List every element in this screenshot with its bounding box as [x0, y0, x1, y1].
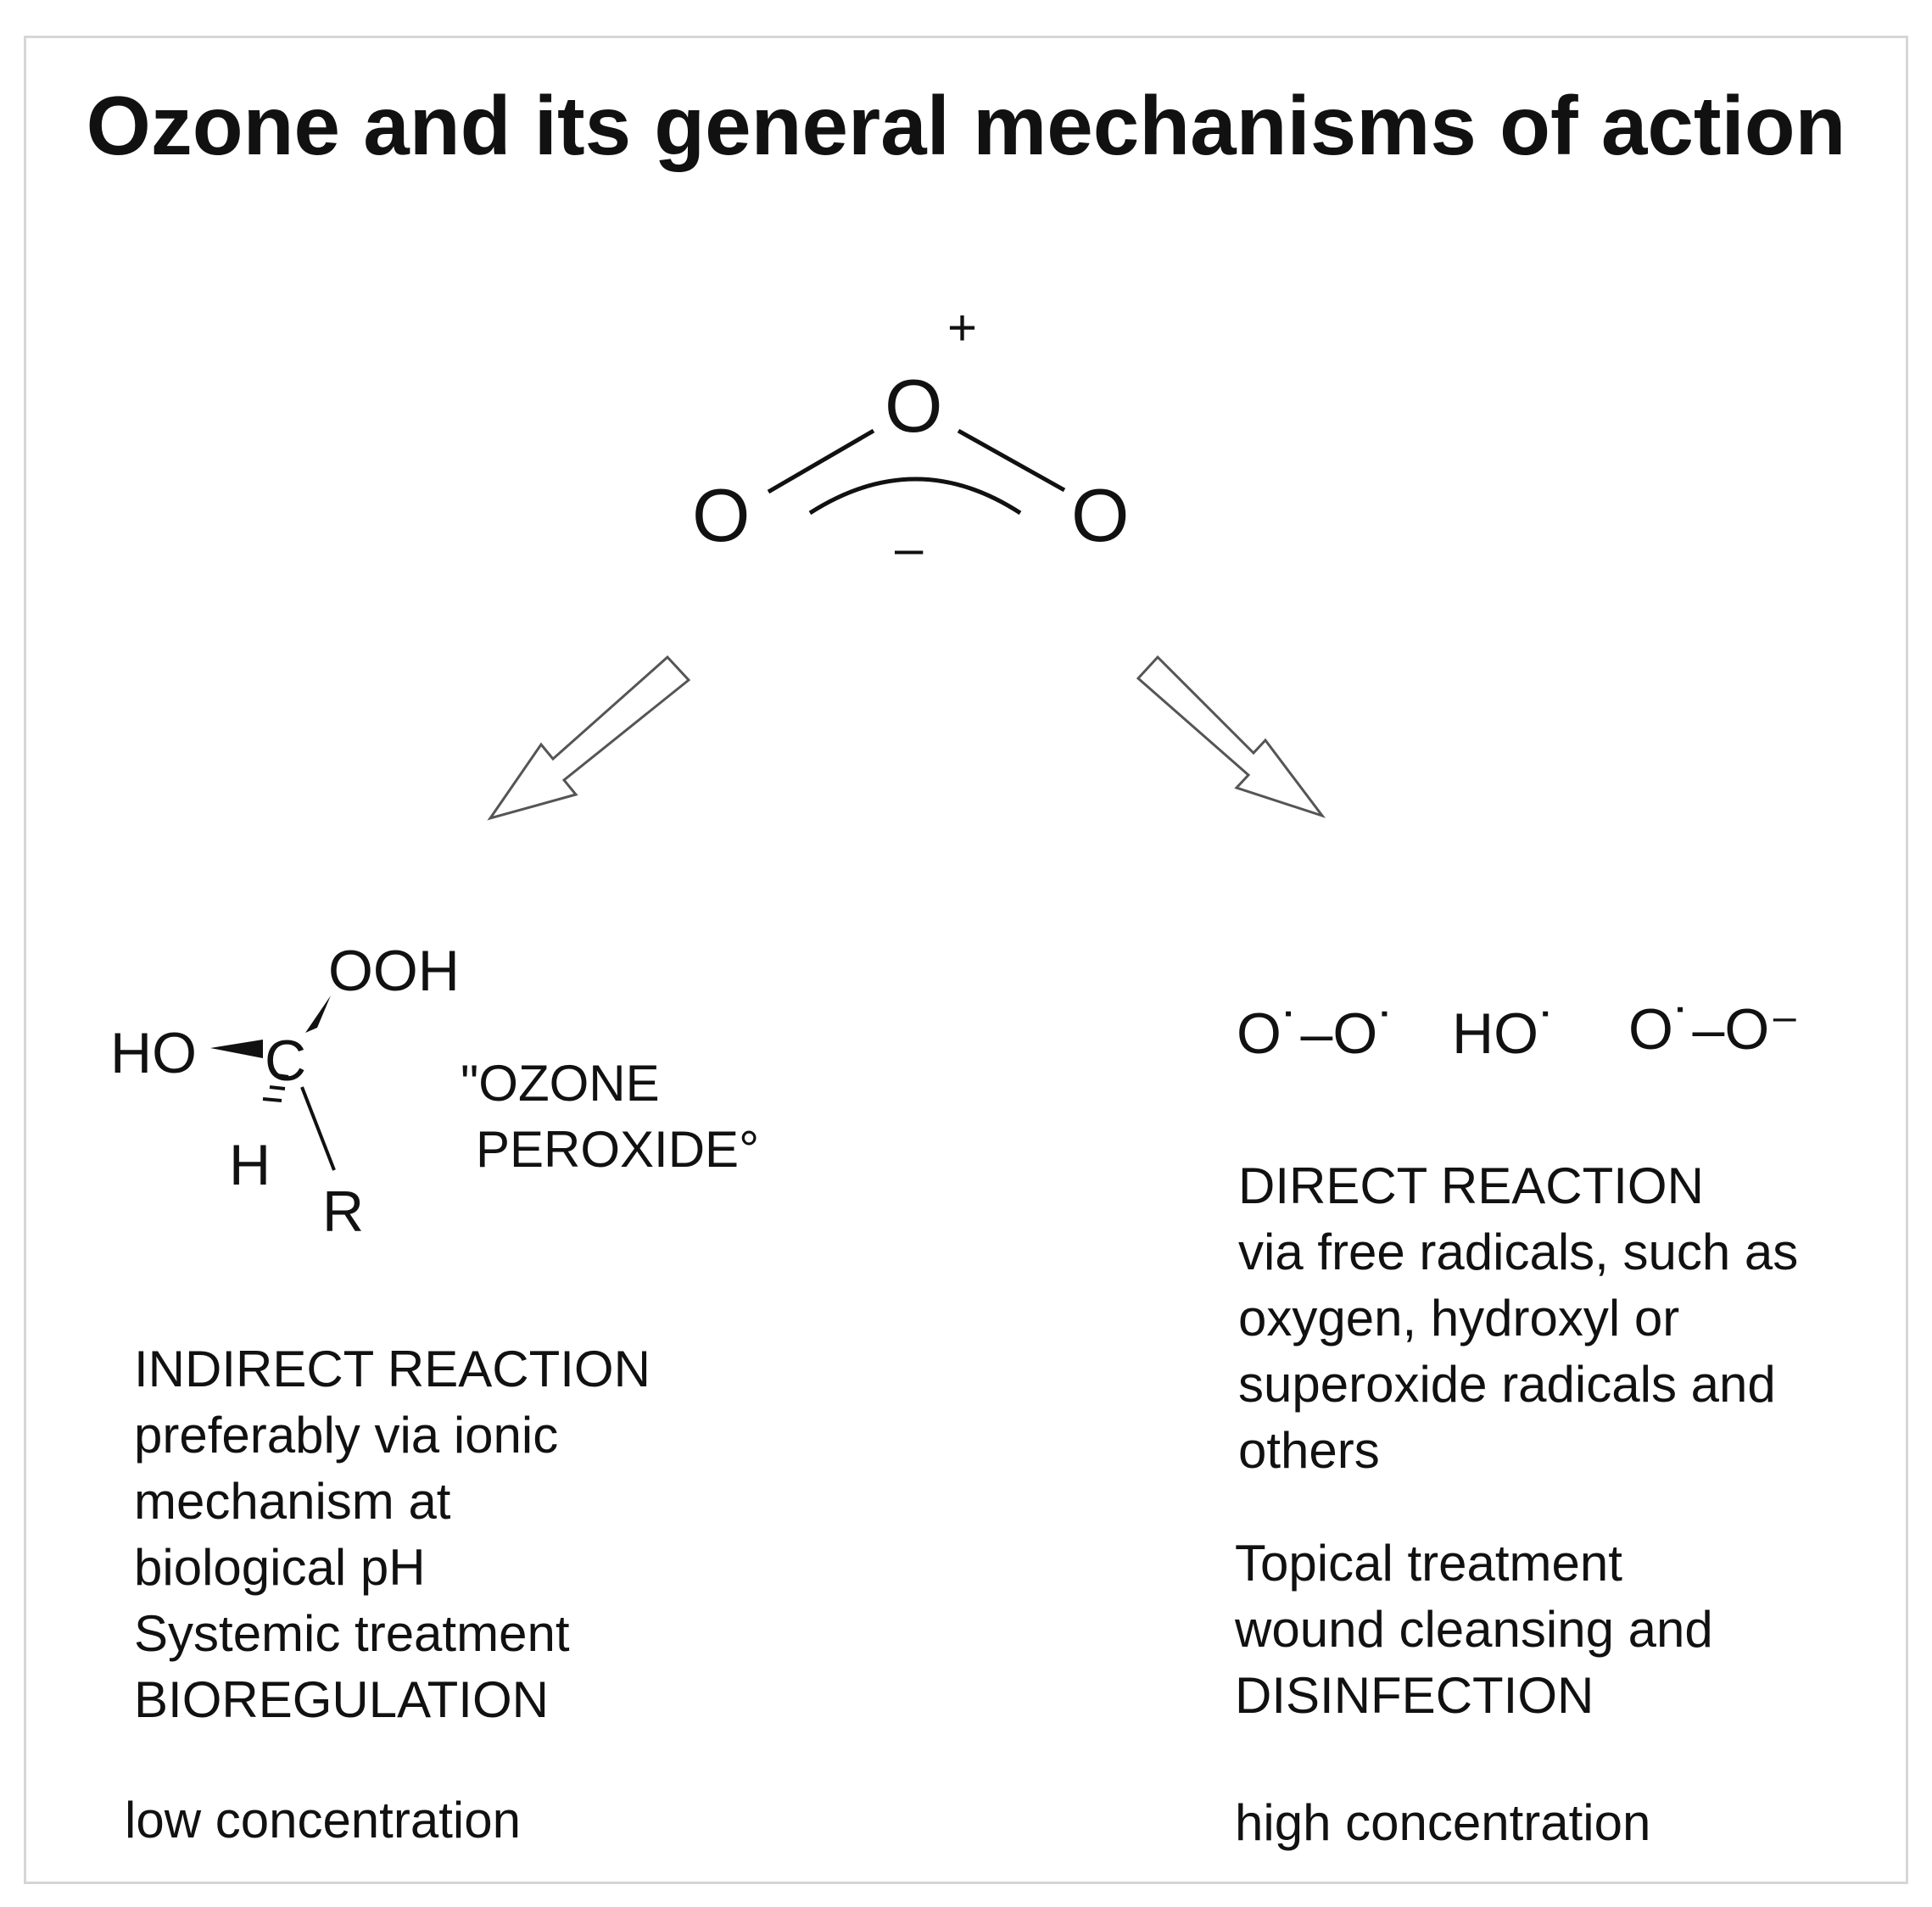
- indirect-line: mechanism at: [134, 1473, 451, 1530]
- radical-superoxide: O˙–O⁻: [1628, 997, 1801, 1062]
- indirect-reaction-heading: INDIRECT REACTION: [134, 1341, 651, 1397]
- topical-line: wound cleansing and: [1235, 1601, 1713, 1658]
- atom-c: C: [265, 1029, 307, 1093]
- ozone-peroxide-label-line2: PEROXIDE°: [476, 1121, 760, 1178]
- indirect-line: preferably via ionic: [134, 1407, 559, 1464]
- indirect-reaction-block: INDIRECT REACTION preferably via ionic m…: [134, 1336, 651, 1733]
- topical-line: Topical treatment: [1235, 1535, 1622, 1592]
- bond-c-r: [300, 1086, 336, 1171]
- ozone-atom-left: O: [692, 473, 751, 557]
- arrow-left-icon: [487, 655, 691, 821]
- wedge-bond-ho: [210, 1040, 263, 1058]
- direct-line: superoxide radicals and: [1238, 1356, 1776, 1413]
- direct-line: oxygen, hydroxyl or: [1238, 1290, 1680, 1347]
- hashed-bond-h: [262, 1073, 289, 1102]
- ozone-bond-right: [957, 428, 1066, 493]
- ozone-delocalized-arc: [808, 477, 1022, 516]
- positive-charge: +: [947, 299, 978, 356]
- direct-line: others: [1238, 1422, 1380, 1479]
- radical-hydroxyl: HO˙: [1452, 1001, 1558, 1066]
- direct-reaction-heading: DIRECT REACTION: [1238, 1157, 1704, 1214]
- topical-treatment-block: Topical treatment wound cleansing and DI…: [1235, 1531, 1713, 1729]
- ozone-peroxide-label: "OZONE PEROXIDE°: [461, 1051, 759, 1183]
- radical-dioxygen: O˙–O˙: [1237, 1001, 1397, 1066]
- figure-title: Ozone and its general mechanisms of acti…: [86, 79, 1846, 172]
- atom-h: H: [229, 1133, 271, 1197]
- ozone-atom-top: O: [885, 364, 943, 448]
- arrow-right-icon: [1136, 655, 1326, 818]
- topical-line: DISINFECTION: [1235, 1667, 1594, 1724]
- high-concentration-label: high concentration: [1235, 1794, 1651, 1851]
- group-ho: HO: [110, 1021, 197, 1085]
- indirect-line: Systemic treatment: [134, 1605, 570, 1662]
- negative-charge: –: [895, 520, 924, 577]
- group-r: R: [322, 1179, 365, 1244]
- indirect-line: biological pH: [134, 1539, 426, 1596]
- ozone-bond-left: [767, 428, 875, 494]
- low-concentration-label: low concentration: [125, 1792, 521, 1848]
- figure-frame: [24, 36, 1908, 1884]
- ozone-peroxide-label-line1: "OZONE: [461, 1055, 660, 1112]
- direct-line: via free radicals, such as: [1238, 1224, 1799, 1280]
- direct-reaction-block: DIRECT REACTION via free radicals, such …: [1238, 1153, 1798, 1484]
- ozone-atom-right: O: [1071, 473, 1130, 557]
- wedge-bond-ooh: [305, 995, 331, 1033]
- group-ooh: OOH: [328, 939, 460, 1003]
- indirect-line: BIOREGULATION: [134, 1671, 549, 1728]
